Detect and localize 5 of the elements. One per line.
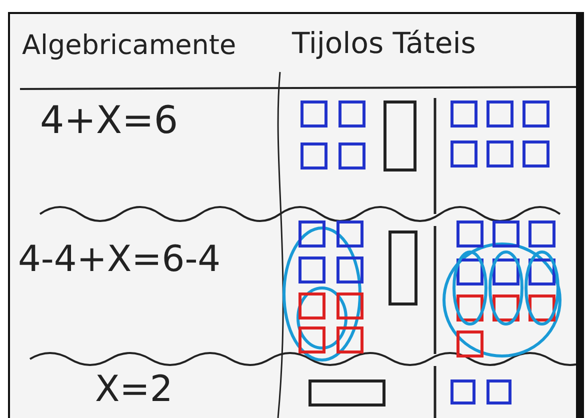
equation: X=2 bbox=[95, 369, 173, 410]
equation: 4-4+X=6-4 bbox=[18, 239, 221, 280]
column-heading: Tijolos Táteis bbox=[292, 26, 476, 60]
column-heading: Algebricamente bbox=[22, 30, 236, 61]
equation: 4+X=6 bbox=[40, 98, 178, 142]
